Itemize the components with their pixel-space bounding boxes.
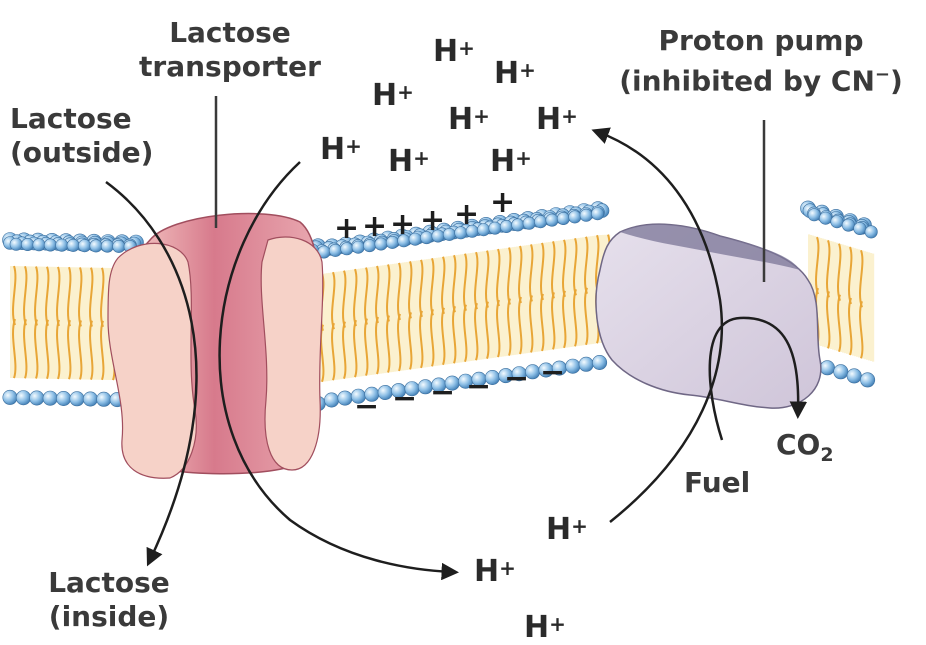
proton-charge: + bbox=[519, 58, 536, 82]
proton-charge: + bbox=[345, 134, 362, 158]
proton-symbol: H bbox=[546, 512, 572, 547]
lactose-path-arrow bbox=[105, 180, 198, 567]
fuel-label: Fuel bbox=[684, 466, 750, 500]
proton-ion: H+ bbox=[433, 36, 475, 68]
proton-charge: + bbox=[413, 146, 430, 170]
negative-charge: − bbox=[504, 361, 530, 396]
negative-charge: − bbox=[430, 375, 456, 410]
proton-charge: + bbox=[458, 36, 475, 60]
co2-main-text: CO bbox=[776, 428, 821, 461]
proton-ion: H+ bbox=[320, 134, 362, 166]
proton-symbol: H bbox=[474, 554, 500, 589]
proton-charge: + bbox=[549, 612, 566, 636]
proton-ion: H+ bbox=[546, 514, 588, 546]
negative-charge: − bbox=[392, 381, 418, 416]
proton-symbol: H bbox=[372, 78, 398, 113]
proton-pump-close-paren: ) bbox=[890, 64, 903, 98]
proton-pump-line1: Proton pump bbox=[658, 24, 864, 57]
positive-charge: + bbox=[362, 209, 388, 244]
proton-symbol: H bbox=[490, 144, 516, 179]
proton-pump-line2: (inhibited by CN−) bbox=[596, 58, 926, 98]
proton-pump-label: Proton pump (inhibited by CN−) bbox=[596, 24, 926, 98]
lactose-transporter-line2: transporter bbox=[139, 50, 321, 83]
positive-charge: + bbox=[490, 185, 516, 220]
negative-charge: − bbox=[466, 369, 492, 404]
positive-charge: + bbox=[454, 197, 480, 232]
proton-ion: H+ bbox=[524, 612, 566, 644]
proton-ion: H+ bbox=[536, 104, 578, 136]
lactose-transporter-protein bbox=[107, 212, 324, 479]
proton-charge: + bbox=[499, 556, 516, 580]
lactose-inside-line2: (inside) bbox=[48, 600, 170, 633]
proton-symbol: H bbox=[433, 34, 459, 69]
proton-ion: H+ bbox=[474, 556, 516, 588]
proton-charge: + bbox=[397, 80, 414, 104]
proton-ion: H+ bbox=[372, 80, 414, 112]
lactose-outside-line2: (outside) bbox=[10, 136, 154, 169]
proton-symbol: H bbox=[494, 56, 520, 91]
proton-symbol: H bbox=[448, 102, 474, 137]
positive-charge: + bbox=[390, 207, 416, 242]
negative-charge: − bbox=[354, 389, 380, 424]
positive-charge: + bbox=[334, 211, 360, 246]
proton-symbol: H bbox=[524, 610, 550, 645]
proton-influx-arrow bbox=[218, 161, 459, 581]
lactose-outside-label: Lactose (outside) bbox=[10, 102, 153, 170]
lactose-transporter-line1: Lactose bbox=[169, 16, 291, 49]
proton-charge: + bbox=[571, 514, 588, 538]
proton-pump-line2-text: (inhibited by CN bbox=[619, 64, 875, 98]
proton-charge: + bbox=[515, 146, 532, 170]
proton-symbol: H bbox=[536, 102, 562, 137]
proton-symbol: H bbox=[320, 132, 346, 167]
lactose-outside-line1: Lactose bbox=[10, 102, 132, 135]
proton-pump-arrow bbox=[591, 127, 724, 523]
positive-charge: + bbox=[420, 203, 446, 238]
proton-ion: H+ bbox=[490, 146, 532, 178]
lactose-inside-line1: Lactose bbox=[48, 566, 170, 599]
fuel-to-co2-arrow bbox=[708, 316, 808, 441]
proton-symbol: H bbox=[388, 144, 414, 179]
co2-label: CO2 bbox=[776, 428, 834, 472]
cn-charge-superscript: − bbox=[874, 64, 890, 85]
lactose-transporter-label: Lactose transporter bbox=[130, 16, 330, 84]
proton-charge: + bbox=[561, 104, 578, 128]
fuel-text: Fuel bbox=[684, 466, 751, 499]
proton-ion: H+ bbox=[388, 146, 430, 178]
negative-charge: − bbox=[540, 355, 566, 390]
lactose-inside-label: Lactose (inside) bbox=[34, 566, 184, 634]
lipid-heads bbox=[2, 200, 878, 412]
proton-charge: + bbox=[473, 104, 490, 128]
co2-subscript: 2 bbox=[820, 444, 834, 466]
proton-ion: H+ bbox=[448, 104, 490, 136]
proton-ion: H+ bbox=[494, 58, 536, 90]
